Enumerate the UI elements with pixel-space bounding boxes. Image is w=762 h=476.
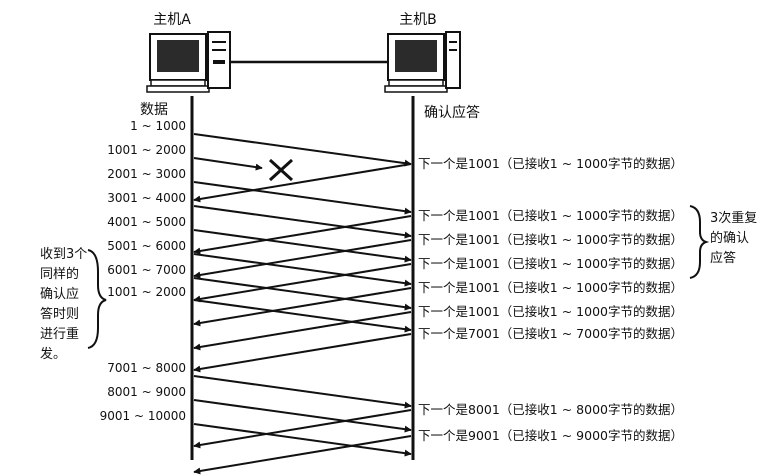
segment-label: 3001 ~ 4000 [107, 191, 186, 205]
ack-label: 下一个是1001（已接收1 ~ 1000字节的数据） [418, 208, 683, 223]
note-line: 答时则 [40, 306, 79, 322]
ack-arrow [193, 263, 412, 303]
segment-arrow [193, 299, 412, 333]
ack-column-title: 确认应答 [424, 104, 480, 121]
data-column-title: 数据 [140, 102, 168, 118]
note-line: 发。 [40, 346, 66, 362]
segment-label: 9001 ~ 10000 [100, 409, 186, 423]
note-line: 收到3个 [40, 247, 87, 262]
segment-label: 8001 ~ 9000 [107, 385, 186, 399]
ack-label: 下一个是1001（已接收1 ~ 1000字节的数据） [418, 256, 683, 271]
ack-label: 下一个是1001（已接收1 ~ 1000字节的数据） [418, 232, 683, 247]
ack-label: 下一个是1001（已接收1 ~ 1000字节的数据） [418, 156, 683, 171]
ack-label: 下一个是8001（已接收1 ~ 8000字节的数据） [418, 402, 683, 417]
segment-arrow [193, 253, 412, 287]
note-line: 确认应 [40, 286, 79, 302]
segment-label: 6001 ~ 7000 [107, 263, 186, 277]
ack-messages: 下一个是1001（已接收1 ~ 1000字节的数据） 下一个是1001（已接收1 … [193, 156, 683, 475]
ack-arrow [193, 215, 412, 255]
host-a: 主机A [146, 12, 231, 93]
ack-label: 下一个是9001（已接收1 ~ 9000字节的数据） [418, 428, 683, 443]
ack-arrow [193, 409, 412, 449]
note-bracket-left [87, 249, 107, 349]
ack-arrow [193, 333, 412, 373]
segment-label: 1001 ~ 2000 [107, 285, 186, 299]
note-line: 的确认 [710, 230, 749, 246]
ack-arrow [193, 311, 412, 351]
ack-label: 下一个是7001（已接收1 ~ 7000字节的数据） [418, 326, 683, 341]
segment-label: 4001 ~ 5000 [107, 215, 186, 229]
note-line: 3次重复 [710, 210, 757, 226]
segment-arrow [193, 423, 412, 457]
segment-arrow [193, 229, 412, 263]
segment-label: 1001 ~ 2000 [107, 143, 186, 157]
ack-arrow [193, 163, 412, 203]
segment-arrow [193, 205, 412, 239]
segment-arrow [193, 277, 412, 311]
ack-label: 下一个是1001（已接收1 ~ 1000字节的数据） [418, 304, 683, 319]
computer-icon [146, 31, 231, 93]
segment-arrow [193, 399, 412, 433]
ack-label: 下一个是1001（已接收1 ~ 1000字节的数据） [418, 280, 683, 295]
segment-arrow [193, 133, 412, 167]
note-bracket-right [689, 205, 710, 279]
segment-arrow [193, 181, 412, 215]
packet-lost-icon [268, 158, 294, 182]
segment-label: 1 ~ 1000 [130, 119, 186, 133]
segment-label: 7001 ~ 8000 [107, 361, 186, 375]
computer-icon [384, 31, 461, 93]
note-line: 进行重 [40, 326, 79, 342]
ack-arrow [193, 435, 412, 475]
host-b-label: 主机B [399, 12, 437, 28]
lost-segment-arrow [193, 157, 263, 171]
note-line: 同样的 [40, 266, 79, 282]
note-line: 应答 [710, 250, 736, 266]
segment-label: 5001 ~ 6000 [107, 239, 186, 253]
host-a-label: 主机A [153, 12, 191, 28]
host-b: 主机B [384, 12, 461, 93]
ack-arrow [193, 287, 412, 327]
segment-label: 2001 ~ 3000 [107, 167, 186, 181]
ack-arrow [193, 239, 412, 279]
data-segments: 1 ~ 1000 1001 ~ 2000 2001 ~ 3000 3001 ~ 400… [100, 119, 412, 457]
segment-arrow [193, 375, 412, 409]
